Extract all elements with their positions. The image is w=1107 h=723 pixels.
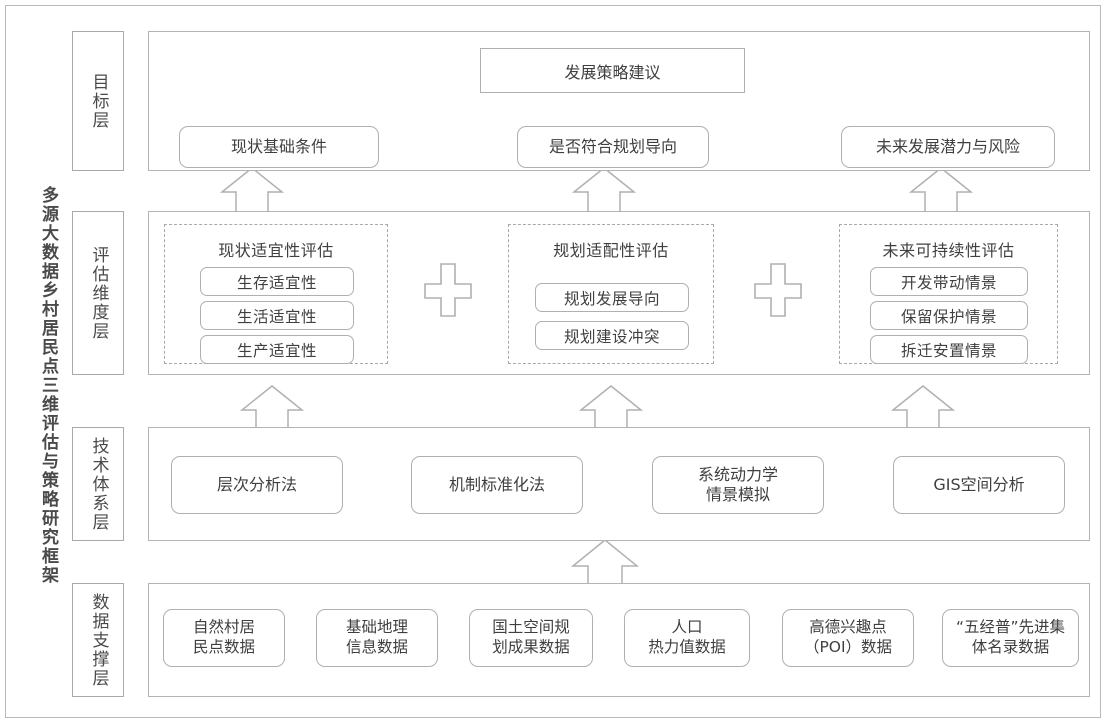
layer-label-dimension: 评估维度层 — [72, 211, 124, 375]
dimension-item-preservation-scenario[interactable]: 保留保护情景 — [870, 301, 1028, 330]
technique-box-standardization[interactable]: 机制标准化法 — [411, 456, 583, 514]
dimension-group-future-sustainability: 未来可持续性评估 开发带动情景 保留保护情景 拆迁安置情景 — [839, 224, 1058, 364]
data-box-population-heat[interactable]: 人口 热力值数据 — [624, 609, 750, 667]
goal-box-planning-alignment[interactable]: 是否符合规划导向 — [517, 126, 709, 168]
layer-body-dimension: 现状适宜性评估 生存适宜性 生活适宜性 生产适宜性 规划适配性评估 规划发展导向… — [148, 211, 1090, 375]
dimension-group-title-1: 现状适宜性评估 — [218, 241, 334, 260]
dimension-group-planning-adaptability: 规划适配性评估 规划发展导向 规划建设冲突 — [508, 224, 714, 364]
outer-frame — [5, 5, 1101, 718]
dimension-item-living-suitability[interactable]: 生活适宜性 — [200, 301, 354, 330]
plus-operator-1 — [424, 263, 472, 317]
dimension-group-title-3: 未来可持续性评估 — [882, 241, 1015, 260]
technique-box-gis-analysis[interactable]: GIS空间分析 — [893, 456, 1065, 514]
layer-body-data: 自然村居 民点数据 基础地理 信息数据 国土空间规 划成果数据 人口 热力值数据… — [148, 583, 1090, 697]
dimension-item-planning-conflict[interactable]: 规划建设冲突 — [535, 321, 689, 350]
layer-body-technique: 层次分析法 机制标准化法 系统动力学 情景模拟 GIS空间分析 — [148, 427, 1090, 541]
diagram-vertical-title: 多源大数据乡村居民点三维评估与策略研究框架 — [38, 185, 58, 585]
data-box-base-geography[interactable]: 基础地理 信息数据 — [316, 609, 438, 667]
layer-label-technique: 技术体系层 — [72, 427, 124, 541]
layer-label-data: 数据支撑层 — [72, 583, 124, 697]
goal-box-current-condition[interactable]: 现状基础条件 — [179, 126, 379, 168]
layer-label-goal: 目标层 — [72, 31, 124, 171]
data-box-territorial-planning[interactable]: 国土空间规 划成果数据 — [469, 609, 593, 667]
technique-box-ahp[interactable]: 层次分析法 — [171, 456, 343, 514]
data-box-amap-poi[interactable]: 高德兴趣点 （POI）数据 — [782, 609, 914, 667]
dimension-item-planning-orientation[interactable]: 规划发展导向 — [535, 283, 689, 312]
goal-box-future-potential-risk[interactable]: 未来发展潜力与风险 — [841, 126, 1055, 168]
dimension-item-survival-suitability[interactable]: 生存适宜性 — [200, 267, 354, 296]
technique-box-system-dynamics[interactable]: 系统动力学 情景模拟 — [652, 456, 824, 514]
plus-operator-2 — [754, 263, 802, 317]
dimension-group-current-suitability: 现状适宜性评估 生存适宜性 生活适宜性 生产适宜性 — [164, 224, 388, 364]
goal-top-box[interactable]: 发展策略建议 — [480, 48, 745, 93]
dimension-item-production-suitability[interactable]: 生产适宜性 — [200, 335, 354, 364]
dimension-item-relocation-scenario[interactable]: 拆迁安置情景 — [870, 335, 1028, 364]
data-box-advanced-collective-list[interactable]: “五经普”先进集 体名录数据 — [942, 609, 1079, 667]
dimension-group-title-2: 规划适配性评估 — [553, 241, 669, 260]
dimension-item-development-driven-scenario[interactable]: 开发带动情景 — [870, 267, 1028, 296]
data-box-village-settlement[interactable]: 自然村居 民点数据 — [163, 609, 285, 667]
layer-body-goal: 发展策略建议 现状基础条件 是否符合规划导向 未来发展潜力与风险 — [148, 31, 1090, 171]
